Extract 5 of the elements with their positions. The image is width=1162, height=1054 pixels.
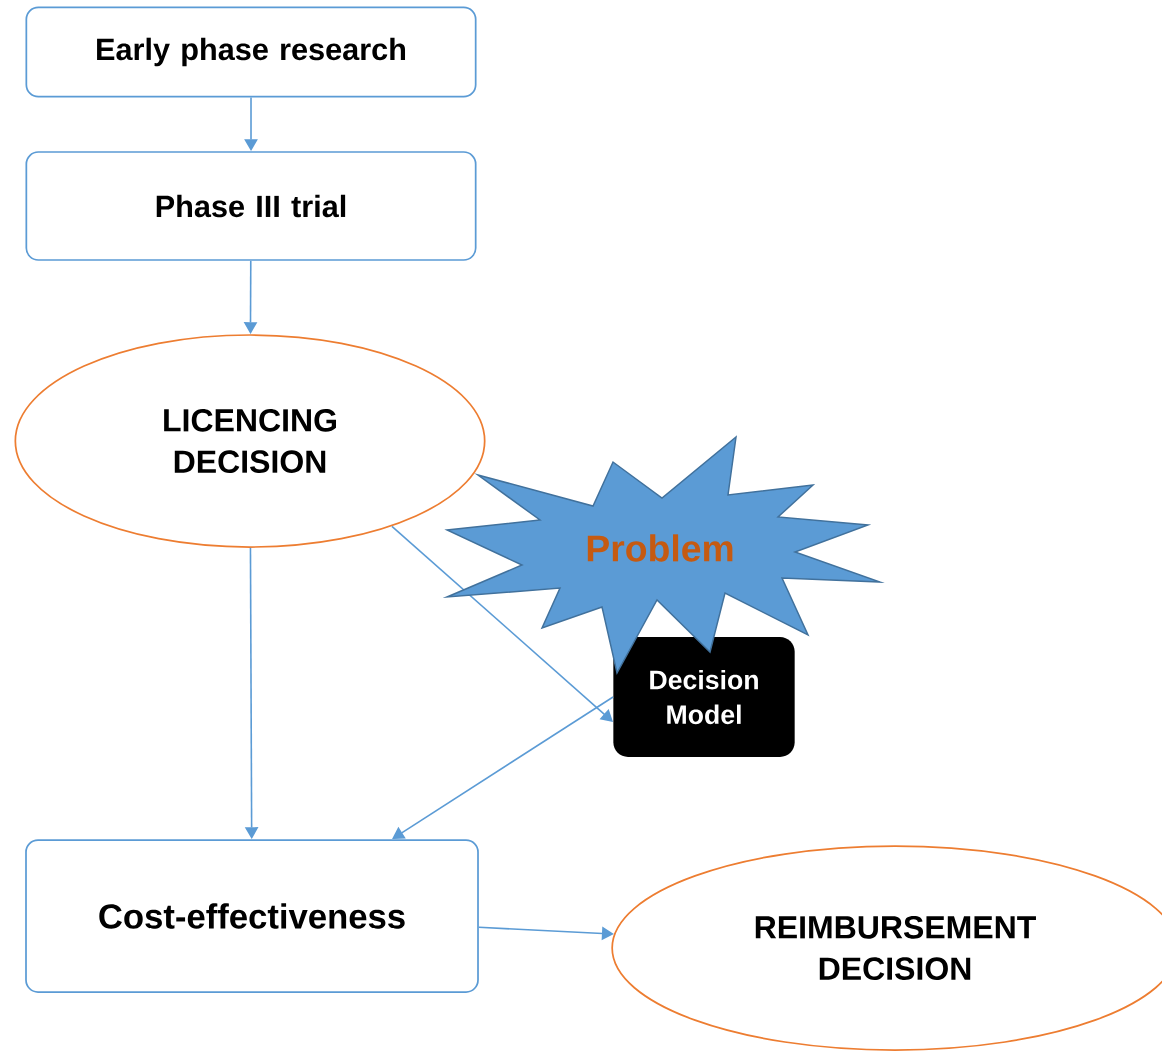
process-box: Cost-effectiveness xyxy=(25,839,479,993)
process-box: Early phase research xyxy=(25,6,477,98)
arrow xyxy=(392,696,614,840)
process-box: Phase III trial xyxy=(25,151,477,261)
model-box: Decision Model xyxy=(613,637,795,757)
